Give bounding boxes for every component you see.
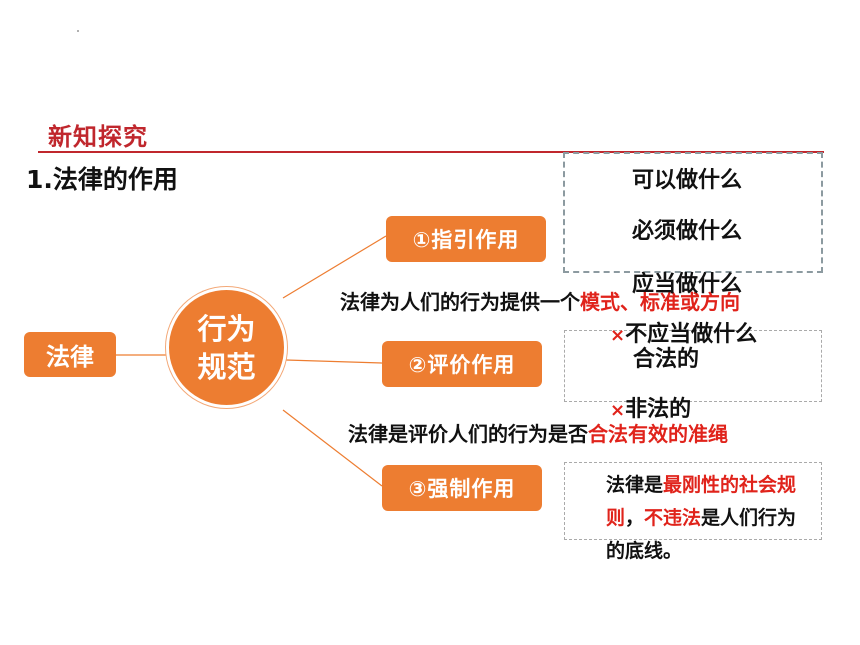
x-mark-icon: × [610,325,626,346]
guidance-desc-text: 法律为人们的行为提供一个 [340,290,580,314]
guidance-item-2: 必须做什么 [632,219,743,244]
note-part-1: 法律是 [606,474,664,496]
connector-evaluation [285,359,383,364]
circle-line-2: 规范 [197,349,256,384]
page-heading: 1.法律的作用 [26,165,178,194]
coercion-note: 法律是最刚性的社会规则，不违法是人们行为的底线。 [606,469,804,568]
coercion-note-box [564,462,822,540]
coercion-function-box: ③强制作用 [382,465,542,511]
evaluation-function-box: ②评价作用 [382,341,542,387]
guidance-item-4: 不应当做什么 [625,322,758,347]
evaluation-item-2-row: ×非法的 [610,391,691,423]
connector-guidance [282,235,387,299]
evaluation-desc-highlight: 合法有效的准绳 [588,422,728,446]
evaluation-description: 法律是评价人们的行为是否合法有效的准绳 [348,419,818,450]
circle-line-1: 行为 [197,311,256,346]
guidance-item-1: 可以做什么 [632,168,743,193]
evaluation-item-1: 合法的 [633,347,700,372]
note-highlight-1: 最刚性的社会规则 [606,474,797,529]
title-divider [38,151,824,153]
note-part-2: ， [625,507,645,529]
connector-coercion [282,409,383,487]
evaluation-desc-text: 法律是评价人们的行为是否 [348,422,588,446]
law-box: 法律 [24,332,116,377]
guidance-item-3: 应当做什么 [632,272,743,297]
guidance-desc-highlight: 模式、标准或方向 [580,290,740,314]
behavior-norm-circle: 行为 规范 [166,287,287,408]
decorative-dot [77,30,79,32]
evaluation-items-box [564,330,822,402]
guidance-item-4-row: ×不应当做什么 [610,316,757,348]
evaluation-item-2: 非法的 [625,397,692,422]
note-highlight-2: 不违法 [644,507,702,529]
x-mark-icon: × [610,400,626,421]
section-title: 新知探究 [48,123,148,151]
guidance-items-box [563,152,823,273]
note-part-3: 是人们行为的底线。 [606,507,797,562]
guidance-description: 法律为人们的行为提供一个模式、标准或方向 [340,287,830,318]
guidance-function-box: ①指引作用 [386,216,546,262]
